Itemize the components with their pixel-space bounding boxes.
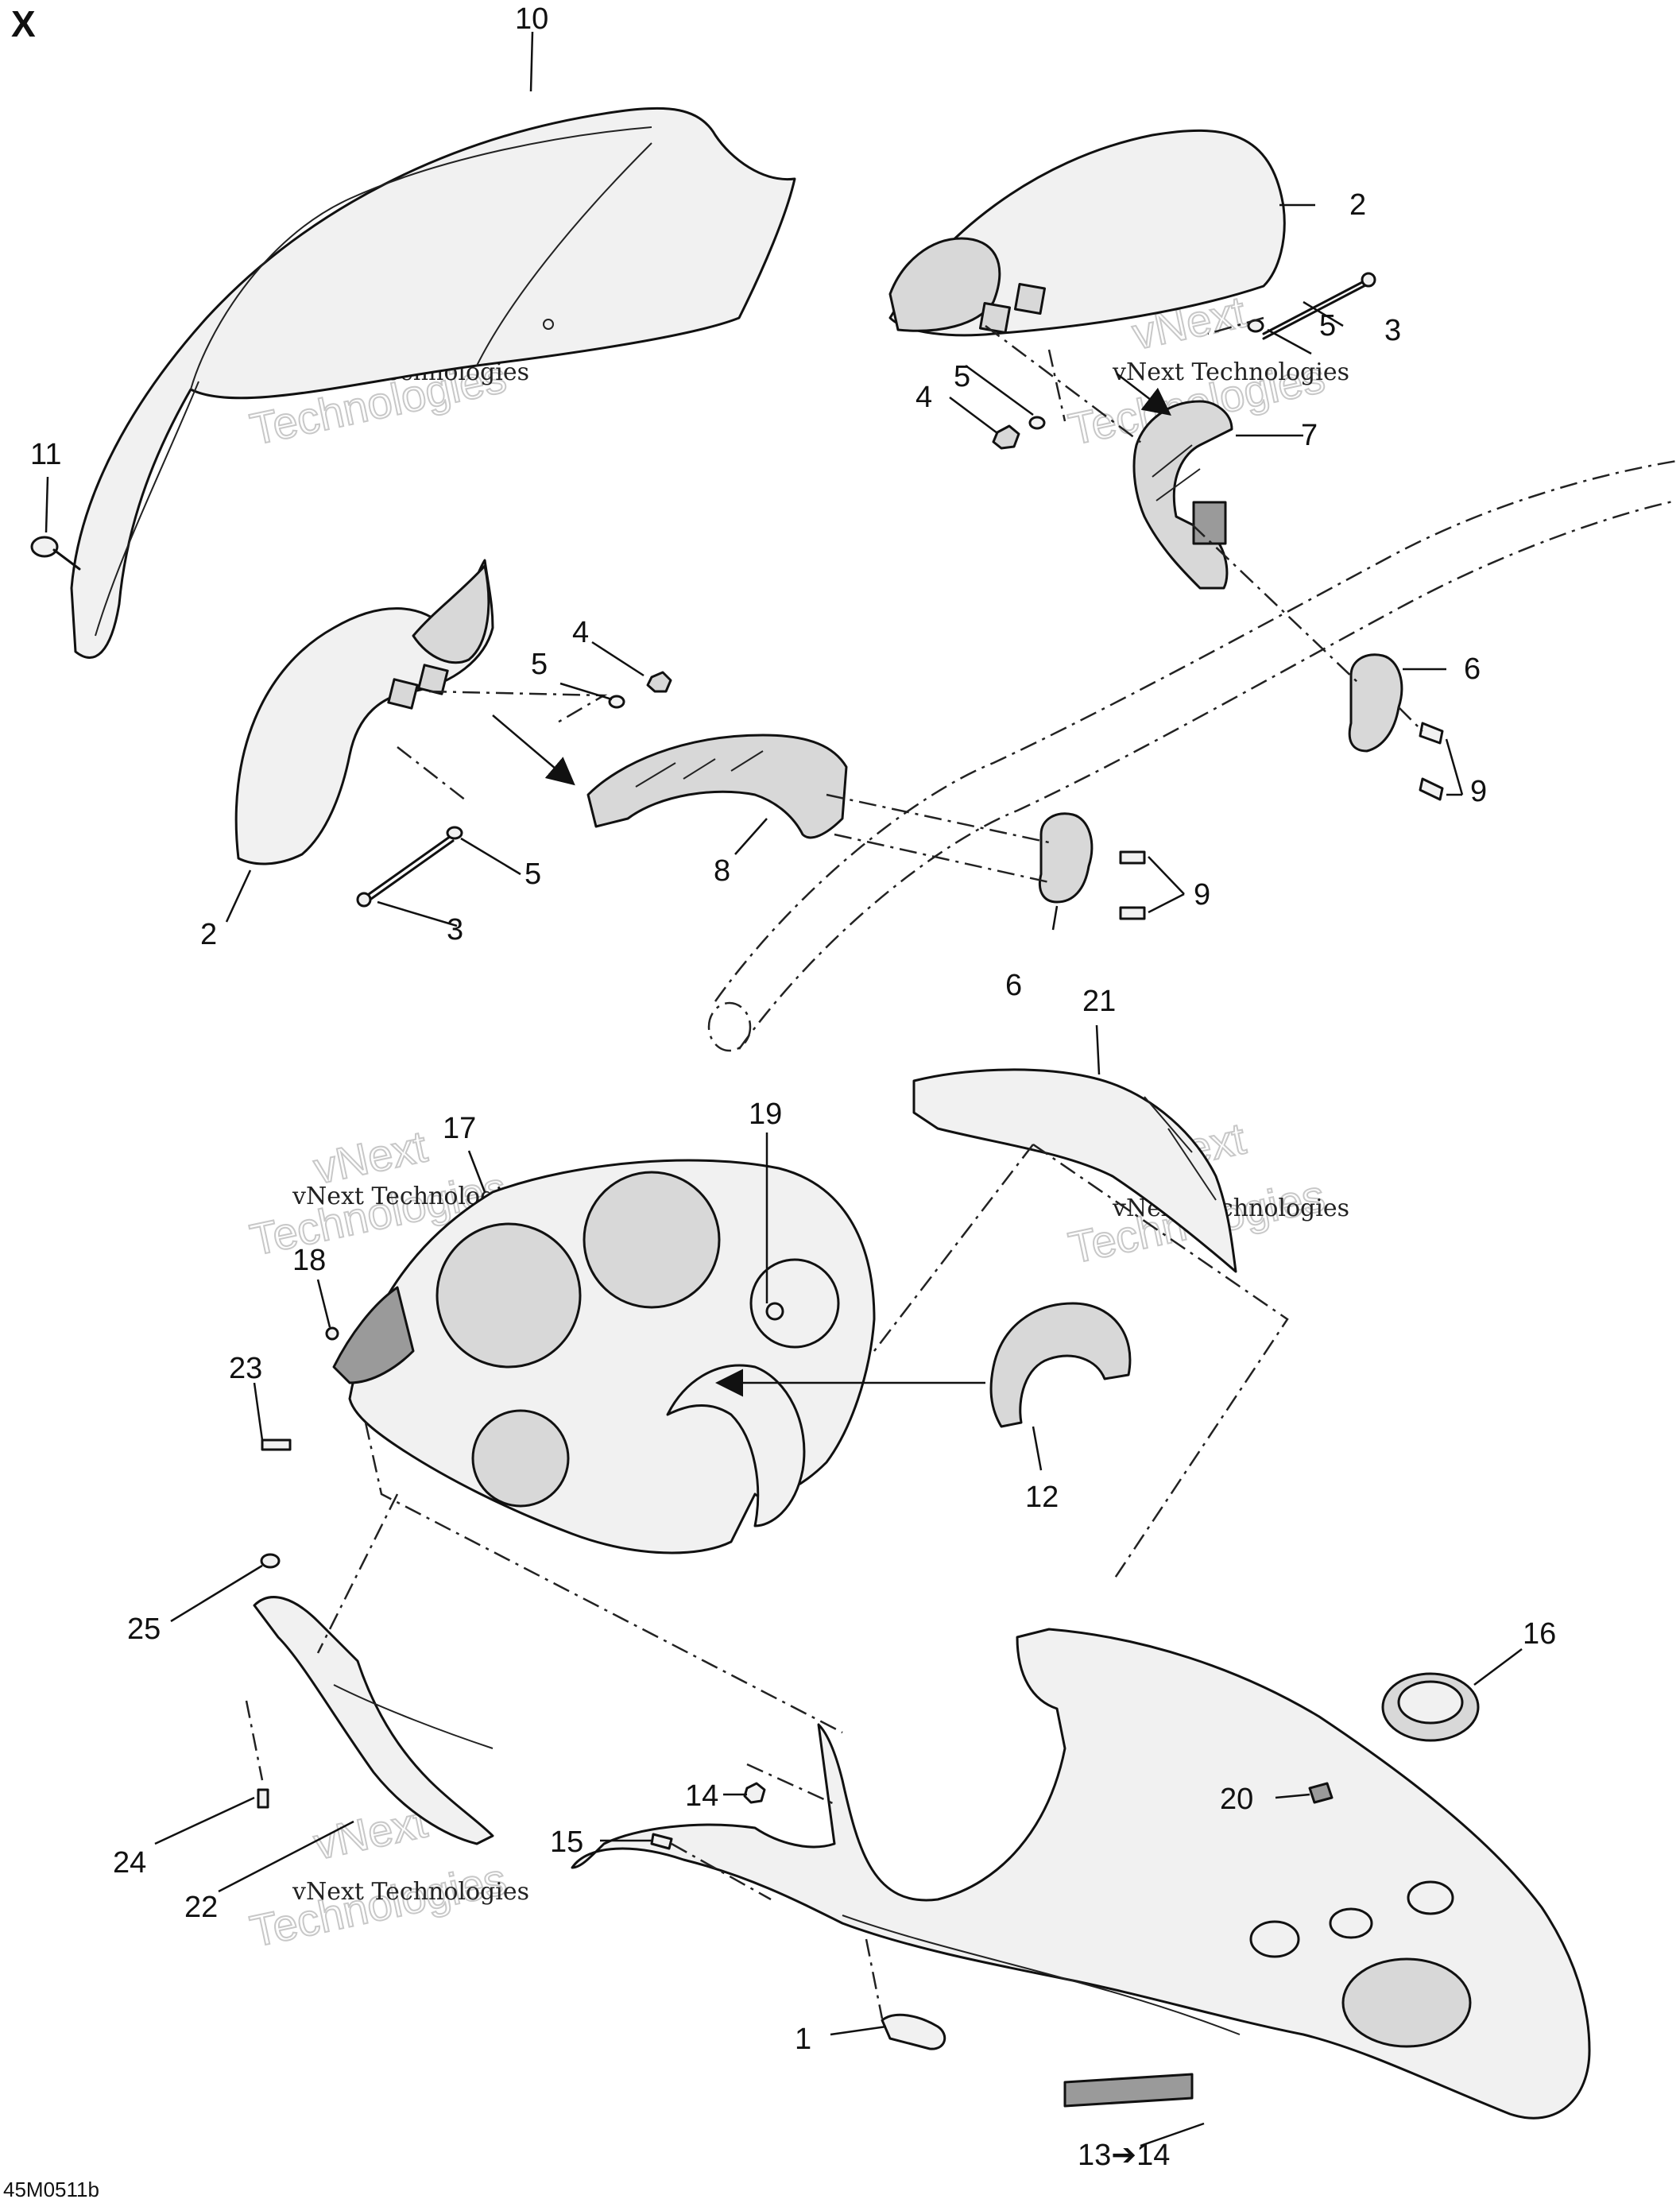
callout-8: 8 bbox=[714, 854, 730, 888]
bolt-left-part-3 bbox=[356, 833, 455, 908]
screw-part-23 bbox=[261, 1438, 292, 1451]
callout-6-left: 6 bbox=[1005, 969, 1022, 1002]
callout-18: 18 bbox=[292, 1244, 326, 1277]
plug-part-11 bbox=[30, 536, 81, 571]
body-shell-part-13 bbox=[571, 1628, 1591, 2120]
bracket-left-part-8 bbox=[586, 734, 848, 839]
callout-20: 20 bbox=[1220, 1783, 1253, 1816]
corner-label: X bbox=[11, 3, 36, 45]
clamp-right-part-6 bbox=[1348, 653, 1403, 753]
nut-left-part-4 bbox=[646, 671, 672, 693]
side-panel-part-22 bbox=[253, 1596, 494, 1845]
screws-left-part-9 bbox=[1119, 850, 1146, 920]
callout-11: 11 bbox=[30, 438, 61, 471]
callout-19: 19 bbox=[749, 1098, 782, 1131]
gauge-part-19 bbox=[765, 1302, 784, 1321]
cover-part-21 bbox=[912, 1068, 1237, 1273]
windshield-part-10 bbox=[70, 106, 796, 659]
drawing-code: 45M0511b bbox=[3, 2178, 99, 2201]
watermark-5: vNext Technologies vNext Technologies bbox=[245, 1795, 529, 1957]
nut-part-14 bbox=[743, 1782, 766, 1804]
callout-7: 7 bbox=[1301, 419, 1318, 452]
callout-12: 12 bbox=[1025, 1481, 1059, 1514]
svg-text:vNext Technologies: vNext Technologies bbox=[1112, 358, 1349, 386]
callout-6-right: 6 bbox=[1464, 652, 1481, 686]
callout-5-right-b: 5 bbox=[954, 360, 970, 393]
cluster-housing-part-17 bbox=[332, 1159, 876, 1554]
callout-9-left: 9 bbox=[1194, 878, 1210, 912]
callout-25: 25 bbox=[127, 1613, 161, 1646]
screws-right-part-9 bbox=[1419, 722, 1444, 801]
callout-13-14: 13➔14 bbox=[1078, 2139, 1170, 2172]
callout-5-left-b: 5 bbox=[525, 858, 541, 891]
cap-part-12 bbox=[989, 1302, 1132, 1428]
callout-23: 23 bbox=[229, 1352, 262, 1385]
screw-part-18 bbox=[325, 1326, 339, 1341]
mirror-right-part-2 bbox=[888, 129, 1286, 337]
callout-5-left-a: 5 bbox=[531, 648, 548, 681]
callouts: X 10 2 3 5 5 4 7 6 9 11 4 5 5 3 2 8 9 6 … bbox=[3, 2, 1556, 2201]
callout-14: 14 bbox=[685, 1779, 718, 1813]
callout-15: 15 bbox=[550, 1826, 583, 1859]
callout-3-left: 3 bbox=[447, 913, 463, 947]
nut-right-part-4 bbox=[992, 424, 1020, 450]
callout-9-right: 9 bbox=[1470, 775, 1487, 808]
callout-22: 22 bbox=[184, 1891, 218, 1924]
svg-text:vNext Technologies: vNext Technologies bbox=[292, 1878, 529, 1906]
washer-left-part-5 bbox=[446, 695, 625, 840]
callout-4-left: 4 bbox=[572, 616, 589, 649]
bolt-right-part-3 bbox=[1262, 272, 1376, 340]
callout-3-right: 3 bbox=[1384, 314, 1401, 347]
cap-ring-part-16 bbox=[1381, 1672, 1480, 1742]
callout-16: 16 bbox=[1523, 1617, 1556, 1651]
mirror-left-part-2 bbox=[234, 559, 494, 865]
clamp-left-part-6 bbox=[1038, 812, 1094, 904]
callout-5-right-a: 5 bbox=[1319, 309, 1336, 343]
callout-17: 17 bbox=[443, 1112, 476, 1145]
handlebar-tube bbox=[707, 459, 1678, 1052]
screw-part-24 bbox=[257, 1788, 269, 1809]
bracket-right-part-7 bbox=[1132, 400, 1233, 590]
callout-10: 10 bbox=[515, 2, 548, 36]
callout-4-right: 4 bbox=[915, 381, 932, 414]
callout-24: 24 bbox=[113, 1846, 146, 1880]
callout-21: 21 bbox=[1082, 985, 1116, 1018]
washer-part-25 bbox=[260, 1553, 281, 1569]
callout-1: 1 bbox=[795, 2023, 811, 2056]
callout-leaders bbox=[45, 31, 1523, 2147]
callout-2-left: 2 bbox=[200, 918, 217, 951]
clip-part-20 bbox=[1308, 1782, 1334, 1804]
callout-2-right: 2 bbox=[1349, 188, 1366, 222]
assembly-lines bbox=[245, 316, 1423, 2019]
plate-part-1 bbox=[881, 2013, 946, 2050]
